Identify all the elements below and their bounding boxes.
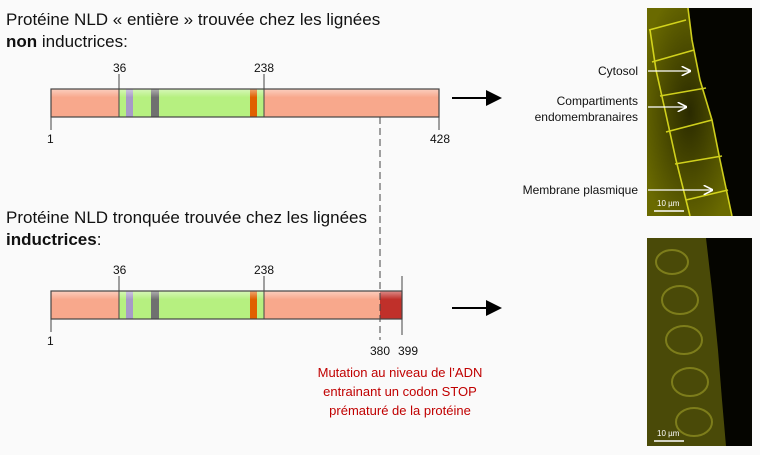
section2-title-bold: inductrices xyxy=(6,230,97,249)
section2-title: Protéine NLD tronquée trouvée chez les l… xyxy=(6,207,367,251)
section2-title-line1: Protéine NLD tronquée trouvée chez les l… xyxy=(6,208,367,227)
protein-truncated-bar xyxy=(50,276,403,335)
section2-title-rest: : xyxy=(96,230,102,249)
scale-bar-label: 10 µm xyxy=(657,429,680,438)
mutation-note-line: prématuré de la protéine xyxy=(329,403,471,418)
position-label: 36 xyxy=(113,263,127,277)
label-line: Compartiments xyxy=(556,94,638,108)
label-plasma-membrane: Membrane plasmique xyxy=(522,183,638,197)
mutation-note: Mutation au niveau de l’ADN entrainant u… xyxy=(285,363,515,420)
section1-title-line1: Protéine NLD « entière » trouvée chez le… xyxy=(6,10,381,29)
mutation-note-line: Mutation au niveau de l’ADN xyxy=(317,365,483,380)
label-cytosol: Cytosol xyxy=(597,64,638,78)
position-label: 1 xyxy=(47,132,54,146)
position-label: 238 xyxy=(254,263,275,277)
label-endomembrane: Compartiments endomembranaires xyxy=(535,93,638,125)
position-label: 1 xyxy=(47,334,54,348)
microscopy-image-truncated xyxy=(647,238,752,446)
section1-title-rest: inductrices: xyxy=(37,32,128,51)
label-line: endomembranaires xyxy=(534,110,638,124)
position-label: 238 xyxy=(254,61,275,75)
mutation-note-line: entrainant un codon STOP xyxy=(323,384,477,399)
position-label: 36 xyxy=(113,61,127,75)
microscopy-image-full xyxy=(647,7,752,217)
position-label: 428 xyxy=(430,132,451,146)
scale-bar-label: 10 µm xyxy=(657,199,680,208)
section1-title-bold: non xyxy=(6,32,38,51)
protein-full-bar xyxy=(50,74,440,130)
position-label: 380 xyxy=(370,344,391,358)
section1-title: Protéine NLD « entière » trouvée chez le… xyxy=(6,9,380,53)
position-label: 399 xyxy=(398,344,419,358)
